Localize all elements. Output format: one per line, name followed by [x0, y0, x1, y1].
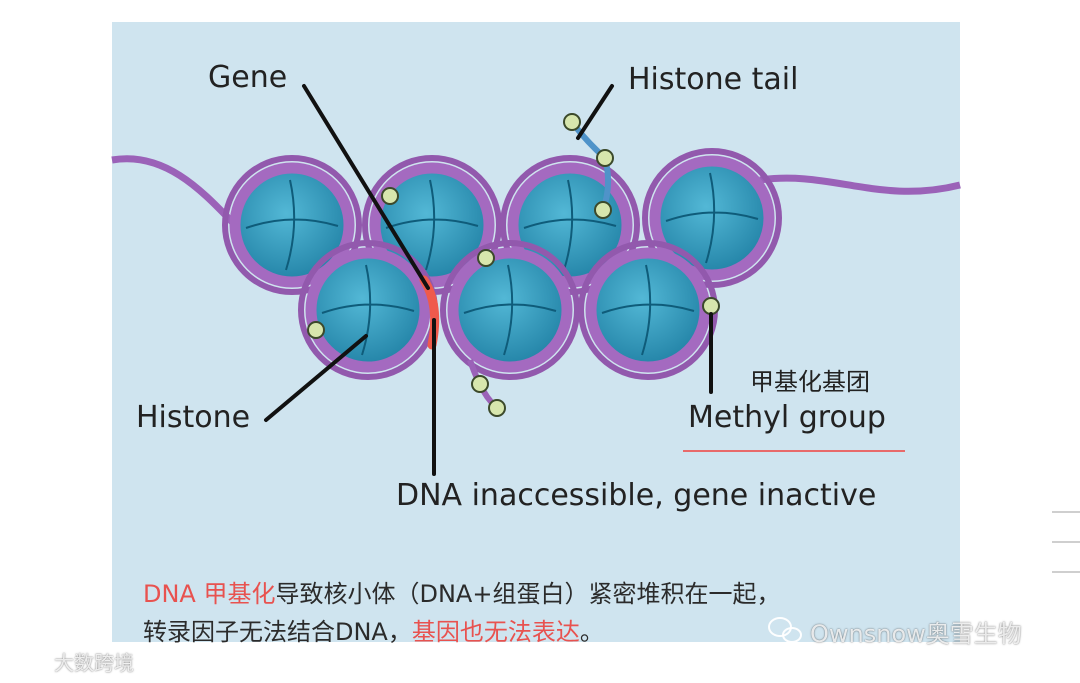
watermark-right: Ownsnow奥雪生物	[766, 614, 1022, 649]
watermark-left: 大数跨境	[14, 647, 134, 676]
histone-leader-line	[264, 334, 368, 422]
gene-leader-line	[302, 84, 430, 290]
methyl-groups	[307, 113, 720, 417]
dna-strand-left	[111, 155, 243, 233]
methyl-group-dot	[307, 321, 325, 339]
watermark-text: Ownsnow奥雪生物	[810, 620, 1022, 648]
caption-text: 转录因子无法结合DNA，	[143, 618, 412, 646]
methyl-group-dot	[471, 375, 489, 393]
caption-text: 。	[579, 618, 604, 646]
nucleosome-front-2	[440, 240, 580, 380]
nucleosome-back-1	[222, 155, 362, 295]
methyl-group-label-cn: 甲基化基团	[750, 368, 870, 396]
watermark-text: 大数跨境	[54, 651, 134, 675]
caption-highlight: DNA 甲基化	[143, 580, 276, 608]
nucleosome-back-4	[642, 148, 782, 288]
caption-line-1: DNA 甲基化导致核小体（DNA+组蛋白）紧密堆积在一起，	[143, 574, 780, 609]
gene-label: Gene	[208, 60, 288, 95]
nucleosome-front-3	[578, 240, 718, 380]
methyl-group-dot	[594, 201, 612, 219]
nucleosome-front-1	[298, 240, 438, 380]
histone-tail-leader-line	[576, 84, 614, 140]
methyl-group-dot	[596, 149, 614, 167]
methyl-underline	[683, 450, 905, 452]
methyl-group-dot	[477, 249, 495, 267]
methyl-group-dot	[702, 297, 720, 315]
caption-text: 导致核小体（DNA+组蛋白）紧密堆积在一起，	[275, 580, 781, 608]
wechat-icon	[768, 617, 802, 643]
histone-tail-label: Histone tail	[628, 62, 799, 97]
histone-label: Histone	[136, 400, 251, 435]
dna-strand-right	[759, 174, 961, 195]
caption-line-2: 转录因子无法结合DNA，基因也无法表达。	[143, 612, 604, 647]
dna-status-label: DNA inaccessible, gene inactive	[396, 478, 877, 513]
caption-highlight: 基因也无法表达	[411, 618, 580, 646]
brand-logo-icon	[11, 648, 50, 667]
methyl-group-dot	[488, 399, 506, 417]
methyl-group-label: Methyl group	[688, 400, 886, 435]
methyl-group-dot	[563, 113, 581, 131]
methyl-group-dot	[381, 187, 399, 205]
